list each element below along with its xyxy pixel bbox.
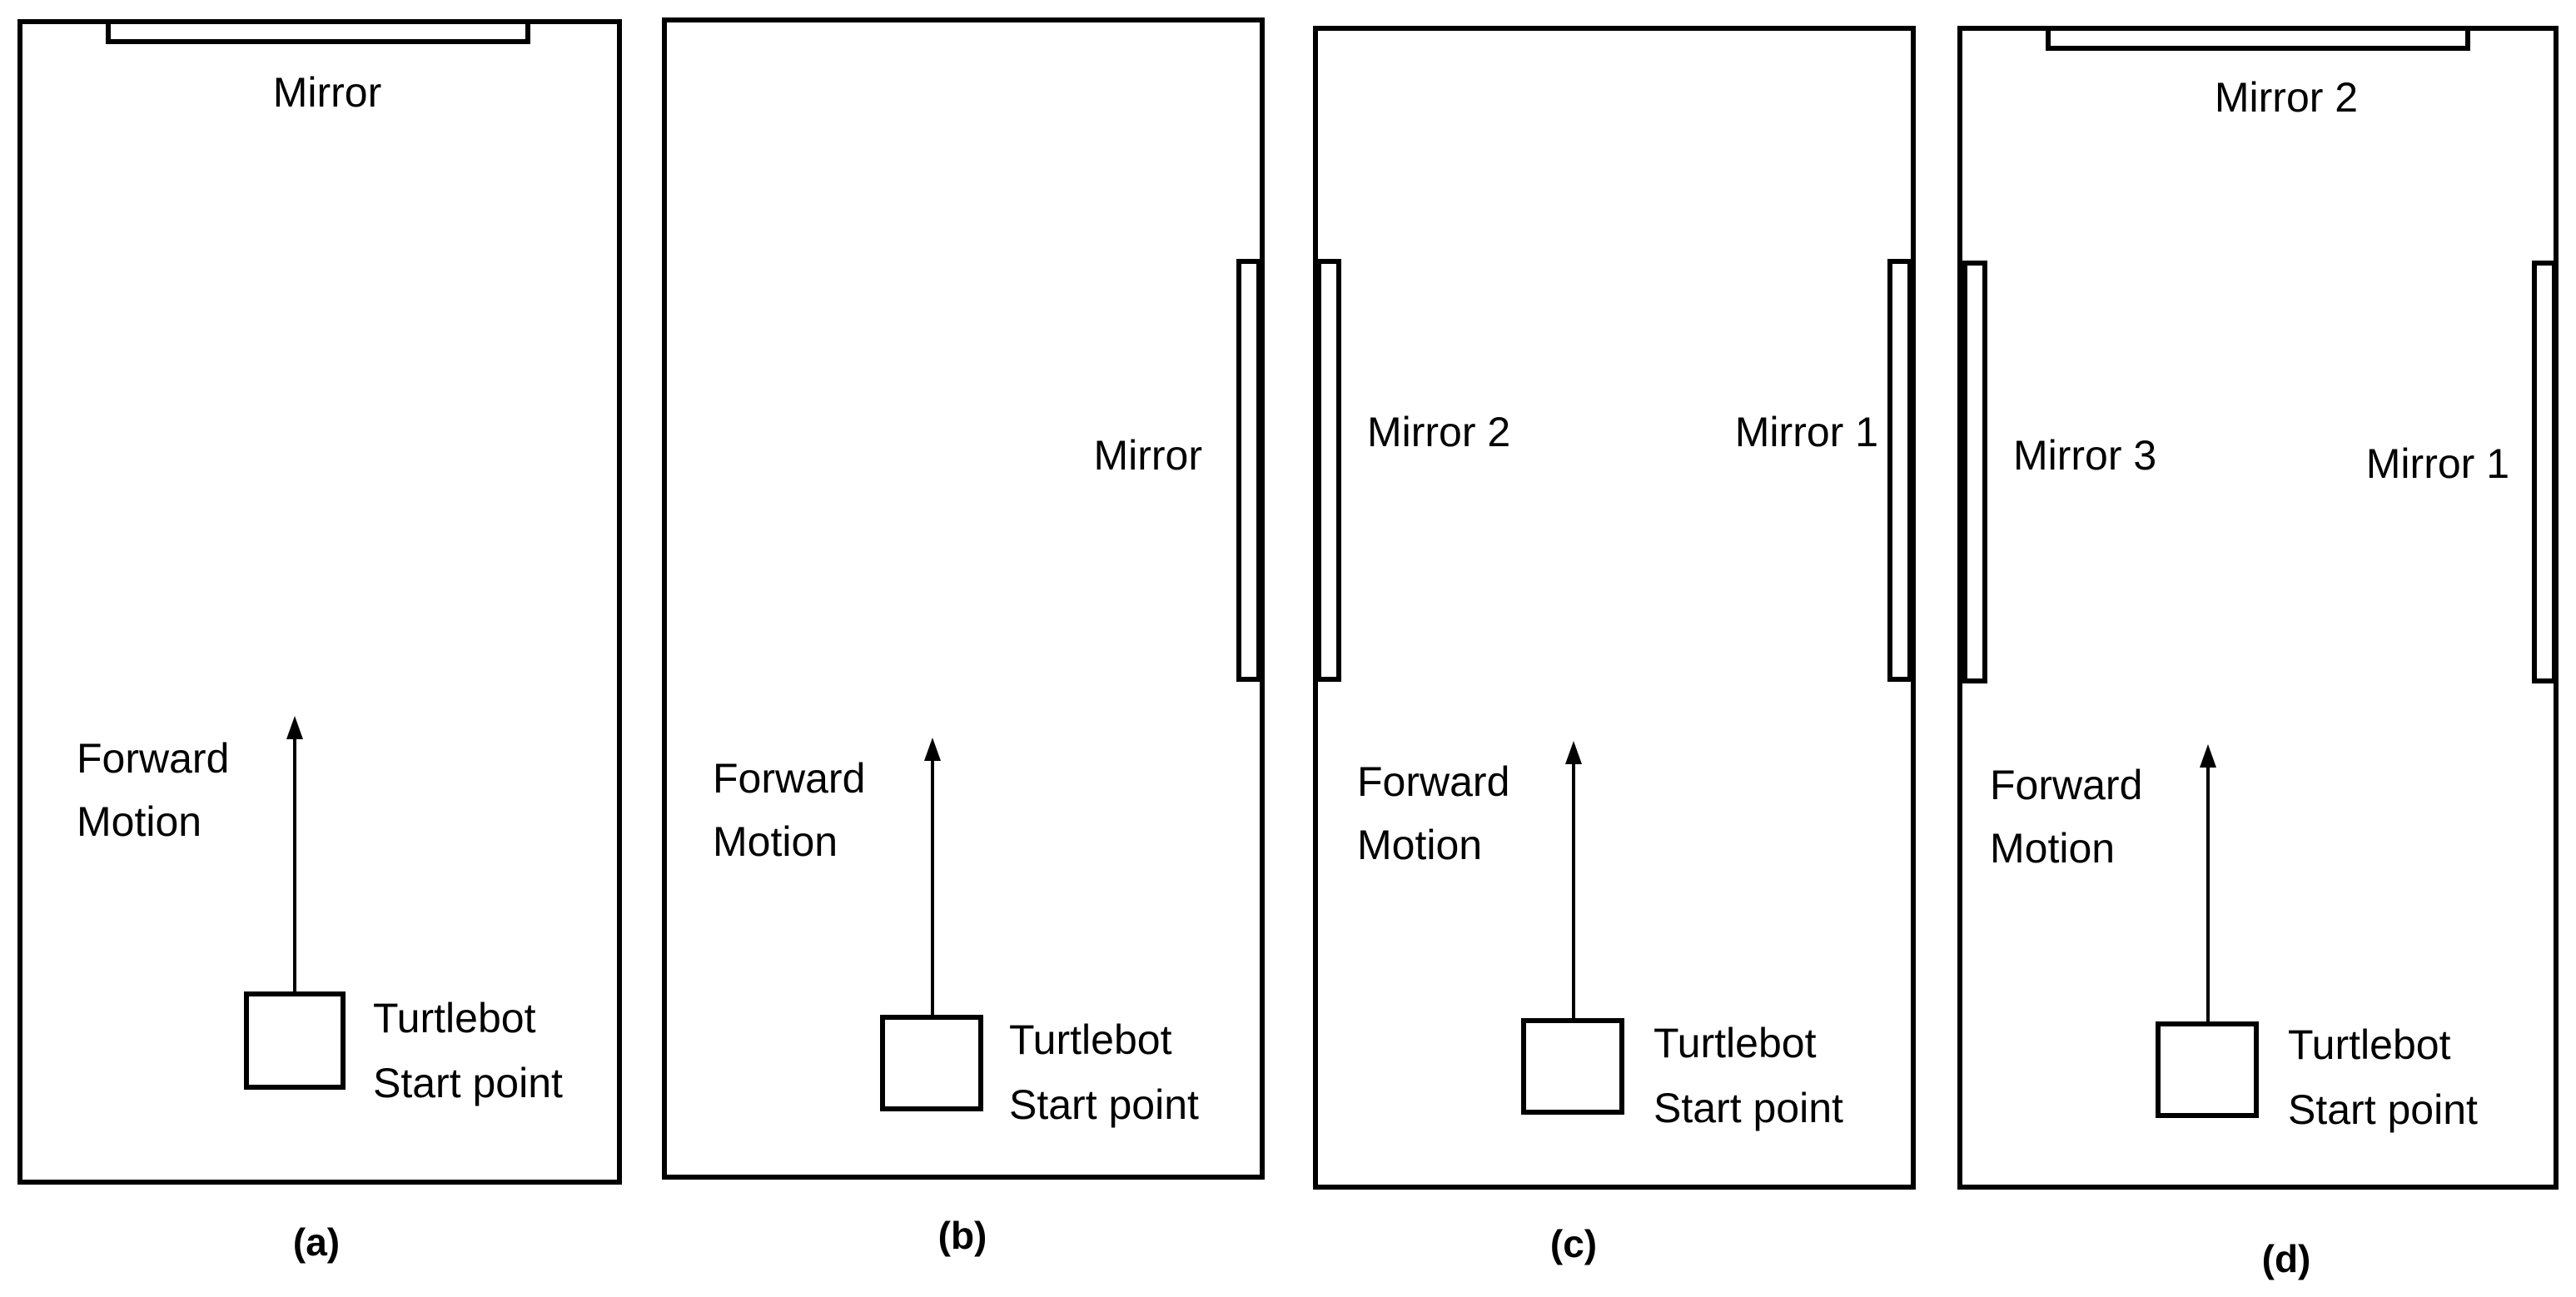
- turtlebot-box: [1521, 1018, 1624, 1115]
- turtlebot-box: [2156, 1021, 2259, 1118]
- motion-label-line-2: Motion: [1990, 825, 2115, 872]
- room-outline: [662, 17, 1265, 1180]
- panel-c: Mirror 2 Mirror 1 Forward Motion Turtleb…: [1313, 26, 1916, 1265]
- motion-label-line-2: Motion: [713, 818, 838, 865]
- mirror-right: [1236, 259, 1261, 682]
- robot-label-line-1: Turtlebot: [1009, 1016, 1172, 1063]
- mirror-right: [2532, 261, 2557, 683]
- mirror-right: [1887, 259, 1912, 682]
- mirror-label-left: Mirror 2: [1367, 409, 1510, 455]
- room-outline: [1313, 26, 1916, 1190]
- motion-label-line-1: Forward: [1357, 758, 1509, 805]
- turtlebot-box: [244, 991, 346, 1090]
- mirror-top: [106, 19, 530, 44]
- forward-arrow-head: [924, 738, 941, 761]
- mirror-label-left: Mirror 3: [2013, 432, 2156, 479]
- mirror-label: Mirror: [1093, 432, 1202, 479]
- forward-arrow-head: [1565, 741, 1582, 764]
- turtlebot-box: [880, 1015, 983, 1111]
- panel-caption: (c): [1550, 1222, 1597, 1265]
- robot-label-line-2: Start point: [1009, 1081, 1199, 1128]
- robot-label-line-2: Start point: [373, 1060, 563, 1106]
- mirror-top: [2046, 26, 2470, 51]
- panel-caption: (a): [293, 1220, 340, 1264]
- motion-label-line-2: Motion: [1357, 822, 1482, 868]
- mirror-label-top: Mirror 2: [2215, 74, 2358, 121]
- robot-label-line-1: Turtlebot: [1654, 1020, 1817, 1066]
- panel-caption: (b): [938, 1214, 987, 1257]
- mirror-left: [1316, 259, 1341, 682]
- robot-label-line-1: Turtlebot: [373, 995, 536, 1041]
- mirror-label: Mirror: [273, 69, 382, 116]
- panel-d: Mirror 2 Mirror 3 Mirror 1 Forward Motio…: [1957, 26, 2559, 1280]
- motion-label-line-1: Forward: [77, 735, 229, 782]
- motion-label-line-2: Motion: [77, 798, 201, 845]
- mirror-label-right: Mirror 1: [2366, 440, 2509, 487]
- robot-label-line-2: Start point: [2288, 1086, 2478, 1133]
- robot-label-line-2: Start point: [1654, 1085, 1843, 1131]
- panel-b: Mirror Forward Motion Turtlebot Start po…: [662, 17, 1265, 1257]
- motion-label-line-1: Forward: [713, 755, 865, 802]
- panel-caption: (d): [2262, 1237, 2311, 1280]
- room-outline: [1957, 26, 2559, 1190]
- motion-label-line-1: Forward: [1990, 762, 2142, 808]
- robot-label-line-1: Turtlebot: [2288, 1021, 2451, 1068]
- panel-a: Mirror Forward Motion Turtlebot Start po…: [17, 19, 622, 1264]
- mirror-label-right: Mirror 1: [1735, 409, 1878, 455]
- forward-arrow-head: [2200, 744, 2216, 768]
- forward-arrow-head: [286, 716, 303, 739]
- mirror-left: [1962, 261, 1987, 683]
